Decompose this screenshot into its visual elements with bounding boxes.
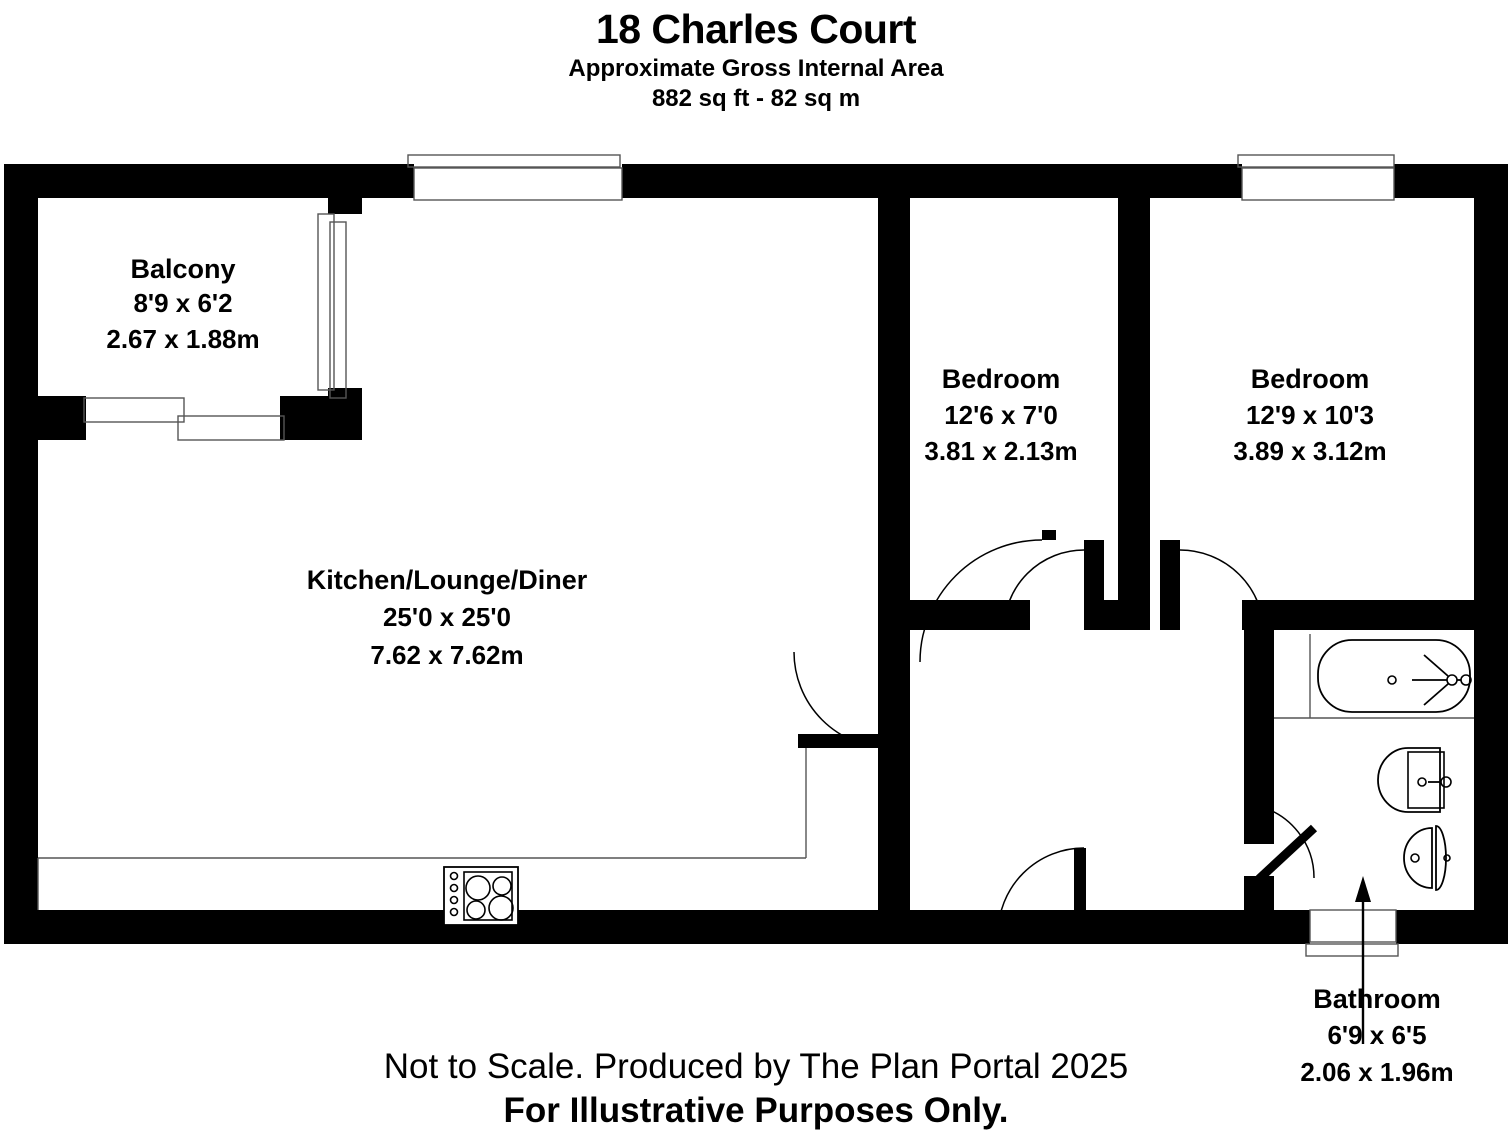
door-bedroom2[interactable] xyxy=(1179,549,1265,635)
room-label-bedroom-2: Bedroom 12'9 x 10'3 3.89 x 3.12m xyxy=(1233,364,1386,466)
wall-group-interior xyxy=(798,198,1474,944)
room-dim-metric-kitchen: 7.62 x 7.62m xyxy=(370,640,523,670)
hob-icon xyxy=(443,866,519,926)
door-lounge-hall[interactable] xyxy=(793,651,891,749)
wall-balcony-left xyxy=(4,164,38,418)
door-group xyxy=(793,539,1318,935)
toilet-icon xyxy=(1403,825,1451,891)
kitchen-worktop-group xyxy=(37,748,807,910)
window-bathroom-bottom xyxy=(1309,909,1397,943)
wall-bedroom-divider xyxy=(1118,198,1150,628)
plan-header: 18 Charles Court Approximate Gross Inter… xyxy=(0,0,1512,114)
balcony-sliding-door-inner[interactable] xyxy=(329,221,347,399)
door-jamb-bedroom2 xyxy=(1160,540,1180,630)
page-title: 18 Charles Court xyxy=(595,6,917,52)
wall-lounge-recess-vertical xyxy=(1042,530,1056,540)
bathroom-label-leader xyxy=(1355,876,1371,1044)
shower-icon xyxy=(1412,654,1472,706)
room-label-bedroom-1: Bedroom 12'6 x 7'0 3.81 x 2.13m xyxy=(924,364,1077,466)
bathroom-fixture-group xyxy=(1274,634,1474,891)
wall-top-left-segment xyxy=(328,164,414,198)
room-dim-metric-bedroom-1: 3.81 x 2.13m xyxy=(924,436,1077,466)
window-bedroom2-top-sill xyxy=(1237,154,1395,168)
door-bedroom1[interactable] xyxy=(1003,549,1085,631)
room-name-balcony: Balcony xyxy=(130,254,235,284)
wall-balcony-top xyxy=(4,164,362,198)
room-dim-metric-bedroom-2: 3.89 x 3.12m xyxy=(1233,436,1386,466)
wall-bedroom1-bottom-right xyxy=(1084,600,1150,630)
room-name-bedroom-1: Bedroom xyxy=(942,364,1061,394)
room-name-kitchen-lounge-diner: Kitchen/Lounge/Diner xyxy=(307,565,588,595)
window-group xyxy=(83,154,1399,957)
room-label-kitchen-lounge-diner: Kitchen/Lounge/Diner 25'0 x 25'0 7.62 x … xyxy=(307,565,588,670)
wall-bottom-exterior-right xyxy=(1084,910,1310,944)
wall-bathroom-left-upper xyxy=(1244,600,1274,844)
wall-right-exterior xyxy=(1474,164,1508,944)
window-lounge-top-sill xyxy=(407,154,621,168)
room-dim-imperial-kitchen: 25'0 x 25'0 xyxy=(383,602,511,632)
room-dim-imperial-bedroom-1: 12'6 x 7'0 xyxy=(944,400,1058,430)
wall-balcony-bottom-right xyxy=(280,396,362,440)
plan-subtitle: Approximate Gross Internal Area xyxy=(568,55,944,82)
window-bathroom-bottom-sill xyxy=(1305,943,1399,957)
wall-group-exterior xyxy=(4,164,1508,944)
plan-footer: Not to Scale. Produced by The Plan Porta… xyxy=(0,1045,1512,1133)
wall-bedroom2-bottom xyxy=(1242,600,1474,630)
room-dim-metric-balcony: 2.67 x 1.88m xyxy=(106,324,259,354)
plan-area-value: 882 sq ft - 82 sq m xyxy=(651,85,861,112)
door-hall-lower[interactable] xyxy=(997,847,1086,935)
room-dim-imperial-bathroom: 6'9 x 6'5 xyxy=(1327,1020,1426,1050)
wall-bottom-exterior-left xyxy=(4,910,1084,944)
balcony-sliding-door-outer[interactable] xyxy=(317,213,335,391)
window-bedroom2-top xyxy=(1241,167,1395,201)
balcony-bottom-panel-right[interactable] xyxy=(177,415,285,441)
footer-attribution: Not to Scale. Produced by The Plan Porta… xyxy=(383,1047,1129,1086)
room-label-bathroom: Bathroom 6'9 x 6'5 2.06 x 1.96m xyxy=(1300,984,1453,1087)
room-dim-metric-bathroom: 2.06 x 1.96m xyxy=(1300,1057,1453,1087)
door-bathroom[interactable] xyxy=(1255,805,1318,883)
wall-bathroom-left-lower xyxy=(1244,876,1274,944)
door-hall-upper[interactable] xyxy=(919,539,1043,663)
balcony-bottom-panel-left[interactable] xyxy=(83,397,185,423)
wall-top-middle-segment xyxy=(622,164,1242,198)
footer-disclaimer: For Illustrative Purposes Only. xyxy=(503,1091,1009,1130)
window-lounge-top xyxy=(413,167,623,201)
wall-left-exterior xyxy=(4,396,38,944)
room-label-balcony: Balcony 8'9 x 6'2 2.67 x 1.88m xyxy=(106,254,259,354)
room-dim-imperial-balcony: 8'9 x 6'2 xyxy=(133,288,232,318)
sink-icon xyxy=(1377,747,1452,813)
room-name-bathroom: Bathroom xyxy=(1313,984,1441,1014)
wall-hall-lounge-top xyxy=(878,734,890,912)
bathtub-icon xyxy=(1317,639,1472,713)
room-dim-imperial-bedroom-2: 12'9 x 10'3 xyxy=(1246,400,1374,430)
room-name-bedroom-2: Bedroom xyxy=(1251,364,1370,394)
wall-bedroom1-bottom-left xyxy=(878,600,1030,630)
